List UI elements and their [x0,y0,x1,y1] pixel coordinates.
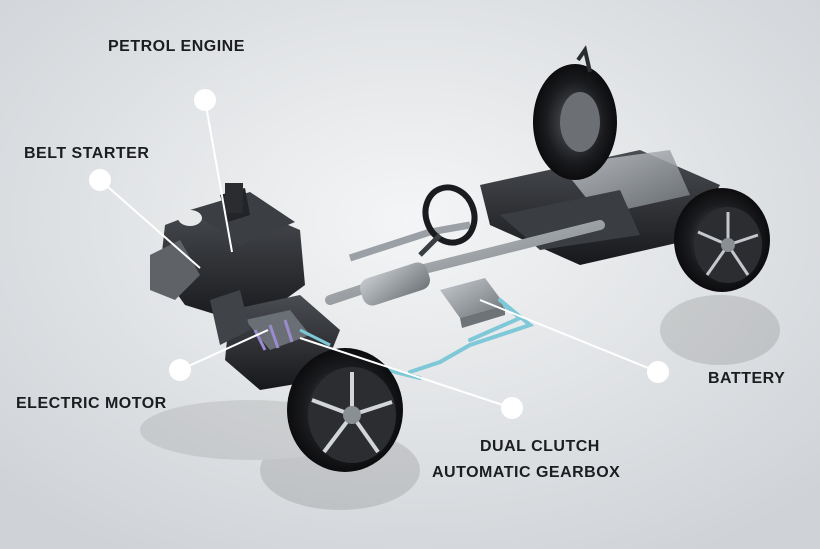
callout-dot [501,397,523,419]
label-electric-motor: ELECTRIC MOTOR [16,395,167,412]
callout-dot [169,359,191,381]
rear-left-wheel [533,45,617,180]
callout-petrol-engine [194,89,233,253]
callout-dual-clutch [299,337,523,419]
callout-dot [647,361,669,383]
callout-electric-motor [169,329,269,381]
label-battery: BATTERY [708,370,786,387]
rear-right-wheel [674,188,770,292]
label-dual-clutch-line1: DUAL CLUTCH [480,438,600,455]
front-wheel [287,348,403,472]
label-belt-starter: BELT STARTER [24,145,150,162]
steering-wheel [418,184,478,257]
callout-dot [194,89,216,111]
callout-belt-starter [89,169,201,269]
battery-pack [440,278,505,328]
label-petrol-engine: PETROL ENGINE [108,38,245,55]
callout-battery [479,299,669,383]
label-dual-clutch-line2: AUTOMATIC GEARBOX [432,464,621,481]
callout-dot [89,169,111,191]
engine-block [150,183,305,325]
